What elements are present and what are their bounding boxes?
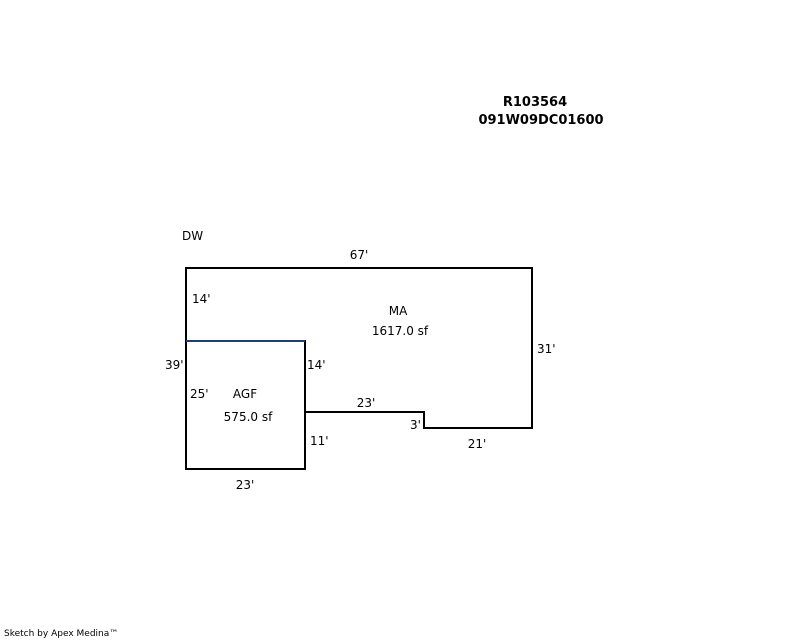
dim-ma-notch: 3' xyxy=(410,418,421,432)
dim-ma-bottom-mid: 23' xyxy=(357,396,376,410)
dim-ma-left-upper: 14' xyxy=(192,292,211,306)
sketch-credit: Sketch by Apex Medina™ xyxy=(4,629,118,639)
dim-agf-bottom: 23' xyxy=(236,478,255,492)
ma-name: MA xyxy=(389,304,408,318)
dim-ma-bottom-right: 21' xyxy=(468,437,487,451)
dim-agf-left: 25' xyxy=(190,387,209,401)
dim-ma-right: 31' xyxy=(537,342,556,356)
dw-label: DW xyxy=(182,229,203,243)
agf-name: AGF xyxy=(233,387,257,401)
dim-agf-right-upper: 14' xyxy=(307,358,326,372)
agf-outline xyxy=(185,341,306,470)
dim-ma-top: 67' xyxy=(350,248,369,262)
ma-area: 1617.0 sf xyxy=(372,324,429,338)
map-number: 091W09DC01600 xyxy=(478,113,603,128)
parcel-id: R103564 xyxy=(503,95,567,110)
agf-area: 575.0 sf xyxy=(224,410,273,424)
dim-agf-right-lower: 11' xyxy=(310,434,329,448)
dim-ma-left-total: 39' xyxy=(165,358,184,372)
